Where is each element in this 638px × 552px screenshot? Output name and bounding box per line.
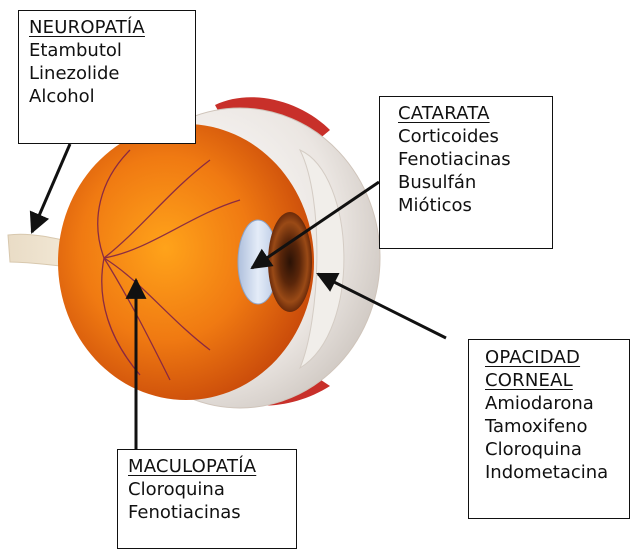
maculopatia-title: MACULOPATÍA [128,456,286,478]
opacidad-title-line1: OPACIDAD [485,346,619,369]
opacidad-title-line2: CORNEAL [485,369,619,392]
neuropatia-item: Alcohol [29,85,185,108]
catarata-title: CATARATA [398,103,542,125]
opacidad-corneal-box: OPACIDAD CORNEAL Amiodarona Tamoxifeno C… [468,339,630,519]
neuropatia-item: Etambutol [29,39,185,62]
neuropatia-title: NEUROPATÍA [29,17,185,39]
opacidad-item: Cloroquina [485,438,619,461]
maculopatia-item: Cloroquina [128,478,286,501]
catarata-box: CATARATA Corticoides Fenotiacinas Busulf… [379,96,553,249]
catarata-item: Fenotiacinas [398,148,542,171]
catarata-item: Corticoides [398,125,542,148]
catarata-item: Busulfán [398,171,542,194]
maculopatia-box: MACULOPATÍA Cloroquina Fenotiacinas [117,449,297,549]
neuropatia-item: Linezolide [29,62,185,85]
opacidad-item: Amiodarona [485,392,619,415]
opacidad-item: Indometacina [485,461,619,484]
neuropatia-box: NEUROPATÍA Etambutol Linezolide Alcohol [18,10,196,144]
arrow-neuropatia [32,144,70,232]
maculopatia-item: Fenotiacinas [128,501,286,524]
catarata-item: Mióticos [398,194,542,217]
opacidad-item: Tamoxifeno [485,415,619,438]
iris [268,212,312,312]
